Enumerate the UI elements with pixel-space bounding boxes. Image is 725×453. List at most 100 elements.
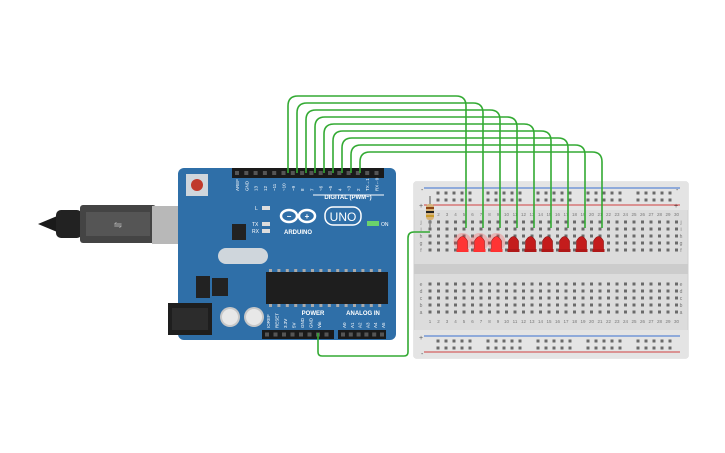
breadboard-hole[interactable]	[598, 303, 602, 307]
breadboard-hole[interactable]	[530, 220, 534, 224]
breadboard-hole[interactable]	[513, 282, 517, 286]
breadboard-hole[interactable]	[675, 248, 678, 252]
breadboard-hole[interactable]	[522, 248, 525, 252]
breadboard-hole[interactable]	[556, 227, 559, 231]
breadboard-hole[interactable]	[641, 241, 644, 245]
breadboard-hole[interactable]	[556, 289, 559, 293]
breadboard-hole[interactable]	[513, 296, 517, 300]
breadboard-hole[interactable]	[564, 227, 568, 231]
rail-hole[interactable]	[568, 339, 572, 343]
breadboard-hole[interactable]	[607, 220, 610, 224]
breadboard-hole[interactable]	[496, 289, 500, 293]
breadboard-hole[interactable]	[615, 289, 619, 293]
rail-hole[interactable]	[436, 191, 440, 195]
rail-hole[interactable]	[602, 198, 606, 202]
wire[interactable]	[314, 116, 518, 228]
breadboard-hole[interactable]	[539, 303, 542, 307]
breadboard-hole[interactable]	[539, 220, 542, 224]
breadboard-hole[interactable]	[539, 227, 542, 231]
breadboard-hole[interactable]	[505, 282, 508, 286]
breadboard-hole[interactable]	[556, 248, 559, 252]
breadboard-hole[interactable]	[445, 227, 449, 231]
header-pin[interactable]	[348, 332, 353, 337]
breadboard-hole[interactable]	[624, 289, 627, 293]
breadboard-hole[interactable]	[615, 296, 619, 300]
breadboard-hole[interactable]	[471, 248, 474, 252]
breadboard-hole[interactable]	[547, 296, 551, 300]
breadboard-hole[interactable]	[658, 303, 661, 307]
rail-hole[interactable]	[436, 339, 440, 343]
breadboard-hole[interactable]	[454, 289, 457, 293]
breadboard-hole[interactable]	[675, 241, 678, 245]
breadboard-hole[interactable]	[488, 234, 491, 238]
rail-hole[interactable]	[568, 191, 572, 195]
breadboard-hole[interactable]	[564, 234, 568, 238]
rail-hole[interactable]	[586, 339, 590, 343]
breadboard-hole[interactable]	[547, 282, 551, 286]
rail-hole[interactable]	[560, 191, 564, 195]
rail-hole[interactable]	[436, 346, 440, 350]
header-pin[interactable]	[281, 171, 286, 175]
rail-hole[interactable]	[660, 198, 664, 202]
breadboard-hole[interactable]	[556, 303, 559, 307]
breadboard-hole[interactable]	[488, 303, 491, 307]
header-pin[interactable]	[299, 332, 303, 337]
breadboard-hole[interactable]	[496, 303, 500, 307]
rail-hole[interactable]	[486, 191, 490, 195]
rail-hole[interactable]	[586, 198, 590, 202]
rail-hole[interactable]	[652, 198, 656, 202]
breadboard-hole[interactable]	[428, 296, 432, 300]
rail-hole[interactable]	[602, 339, 606, 343]
breadboard-hole[interactable]	[641, 282, 644, 286]
rail-hole[interactable]	[494, 191, 498, 195]
breadboard-hole[interactable]	[581, 289, 585, 293]
breadboard-hole[interactable]	[581, 227, 585, 231]
breadboard-hole[interactable]	[556, 220, 559, 224]
breadboard-hole[interactable]	[530, 282, 534, 286]
breadboard-hole[interactable]	[649, 227, 653, 231]
breadboard-hole[interactable]	[607, 303, 610, 307]
rail-hole[interactable]	[652, 191, 656, 195]
wire[interactable]	[305, 109, 501, 228]
breadboard-hole[interactable]	[471, 282, 474, 286]
breadboard-hole[interactable]	[658, 296, 661, 300]
breadboard-hole[interactable]	[462, 282, 466, 286]
breadboard-hole[interactable]	[632, 241, 636, 245]
breadboard-hole[interactable]	[428, 289, 432, 293]
breadboard-hole[interactable]	[641, 220, 644, 224]
breadboard-hole[interactable]	[573, 303, 576, 307]
breadboard-hole[interactable]	[632, 227, 636, 231]
breadboard-hole[interactable]	[479, 303, 483, 307]
header-pin[interactable]	[355, 171, 360, 175]
rail-hole[interactable]	[636, 191, 640, 195]
rail-hole[interactable]	[668, 339, 672, 343]
led[interactable]	[470, 233, 489, 252]
breadboard-hole[interactable]	[666, 282, 670, 286]
rail-hole[interactable]	[494, 346, 498, 350]
rail-hole[interactable]	[610, 346, 614, 350]
breadboard-hole[interactable]	[649, 303, 653, 307]
breadboard-hole[interactable]	[513, 234, 517, 238]
breadboard-hole[interactable]	[522, 220, 525, 224]
rail-hole[interactable]	[660, 191, 664, 195]
header-pin[interactable]	[346, 171, 351, 175]
breadboard-hole[interactable]	[505, 227, 508, 231]
breadboard-hole[interactable]	[675, 303, 678, 307]
breadboard-hole[interactable]	[471, 303, 474, 307]
rail-hole[interactable]	[644, 191, 648, 195]
wire[interactable]	[323, 123, 535, 228]
breadboard-hole[interactable]	[615, 248, 619, 252]
rail-hole[interactable]	[510, 191, 514, 195]
breadboard-hole[interactable]	[675, 296, 678, 300]
breadboard-hole[interactable]	[471, 241, 474, 245]
breadboard-hole[interactable]	[462, 227, 466, 231]
rail-hole[interactable]	[468, 346, 472, 350]
breadboard-hole[interactable]	[547, 220, 551, 224]
rail-hole[interactable]	[518, 339, 522, 343]
breadboard-hole[interactable]	[547, 289, 551, 293]
rail-hole[interactable]	[568, 346, 572, 350]
breadboard-hole[interactable]	[666, 296, 670, 300]
rail-hole[interactable]	[468, 339, 472, 343]
rail-hole[interactable]	[444, 191, 448, 195]
